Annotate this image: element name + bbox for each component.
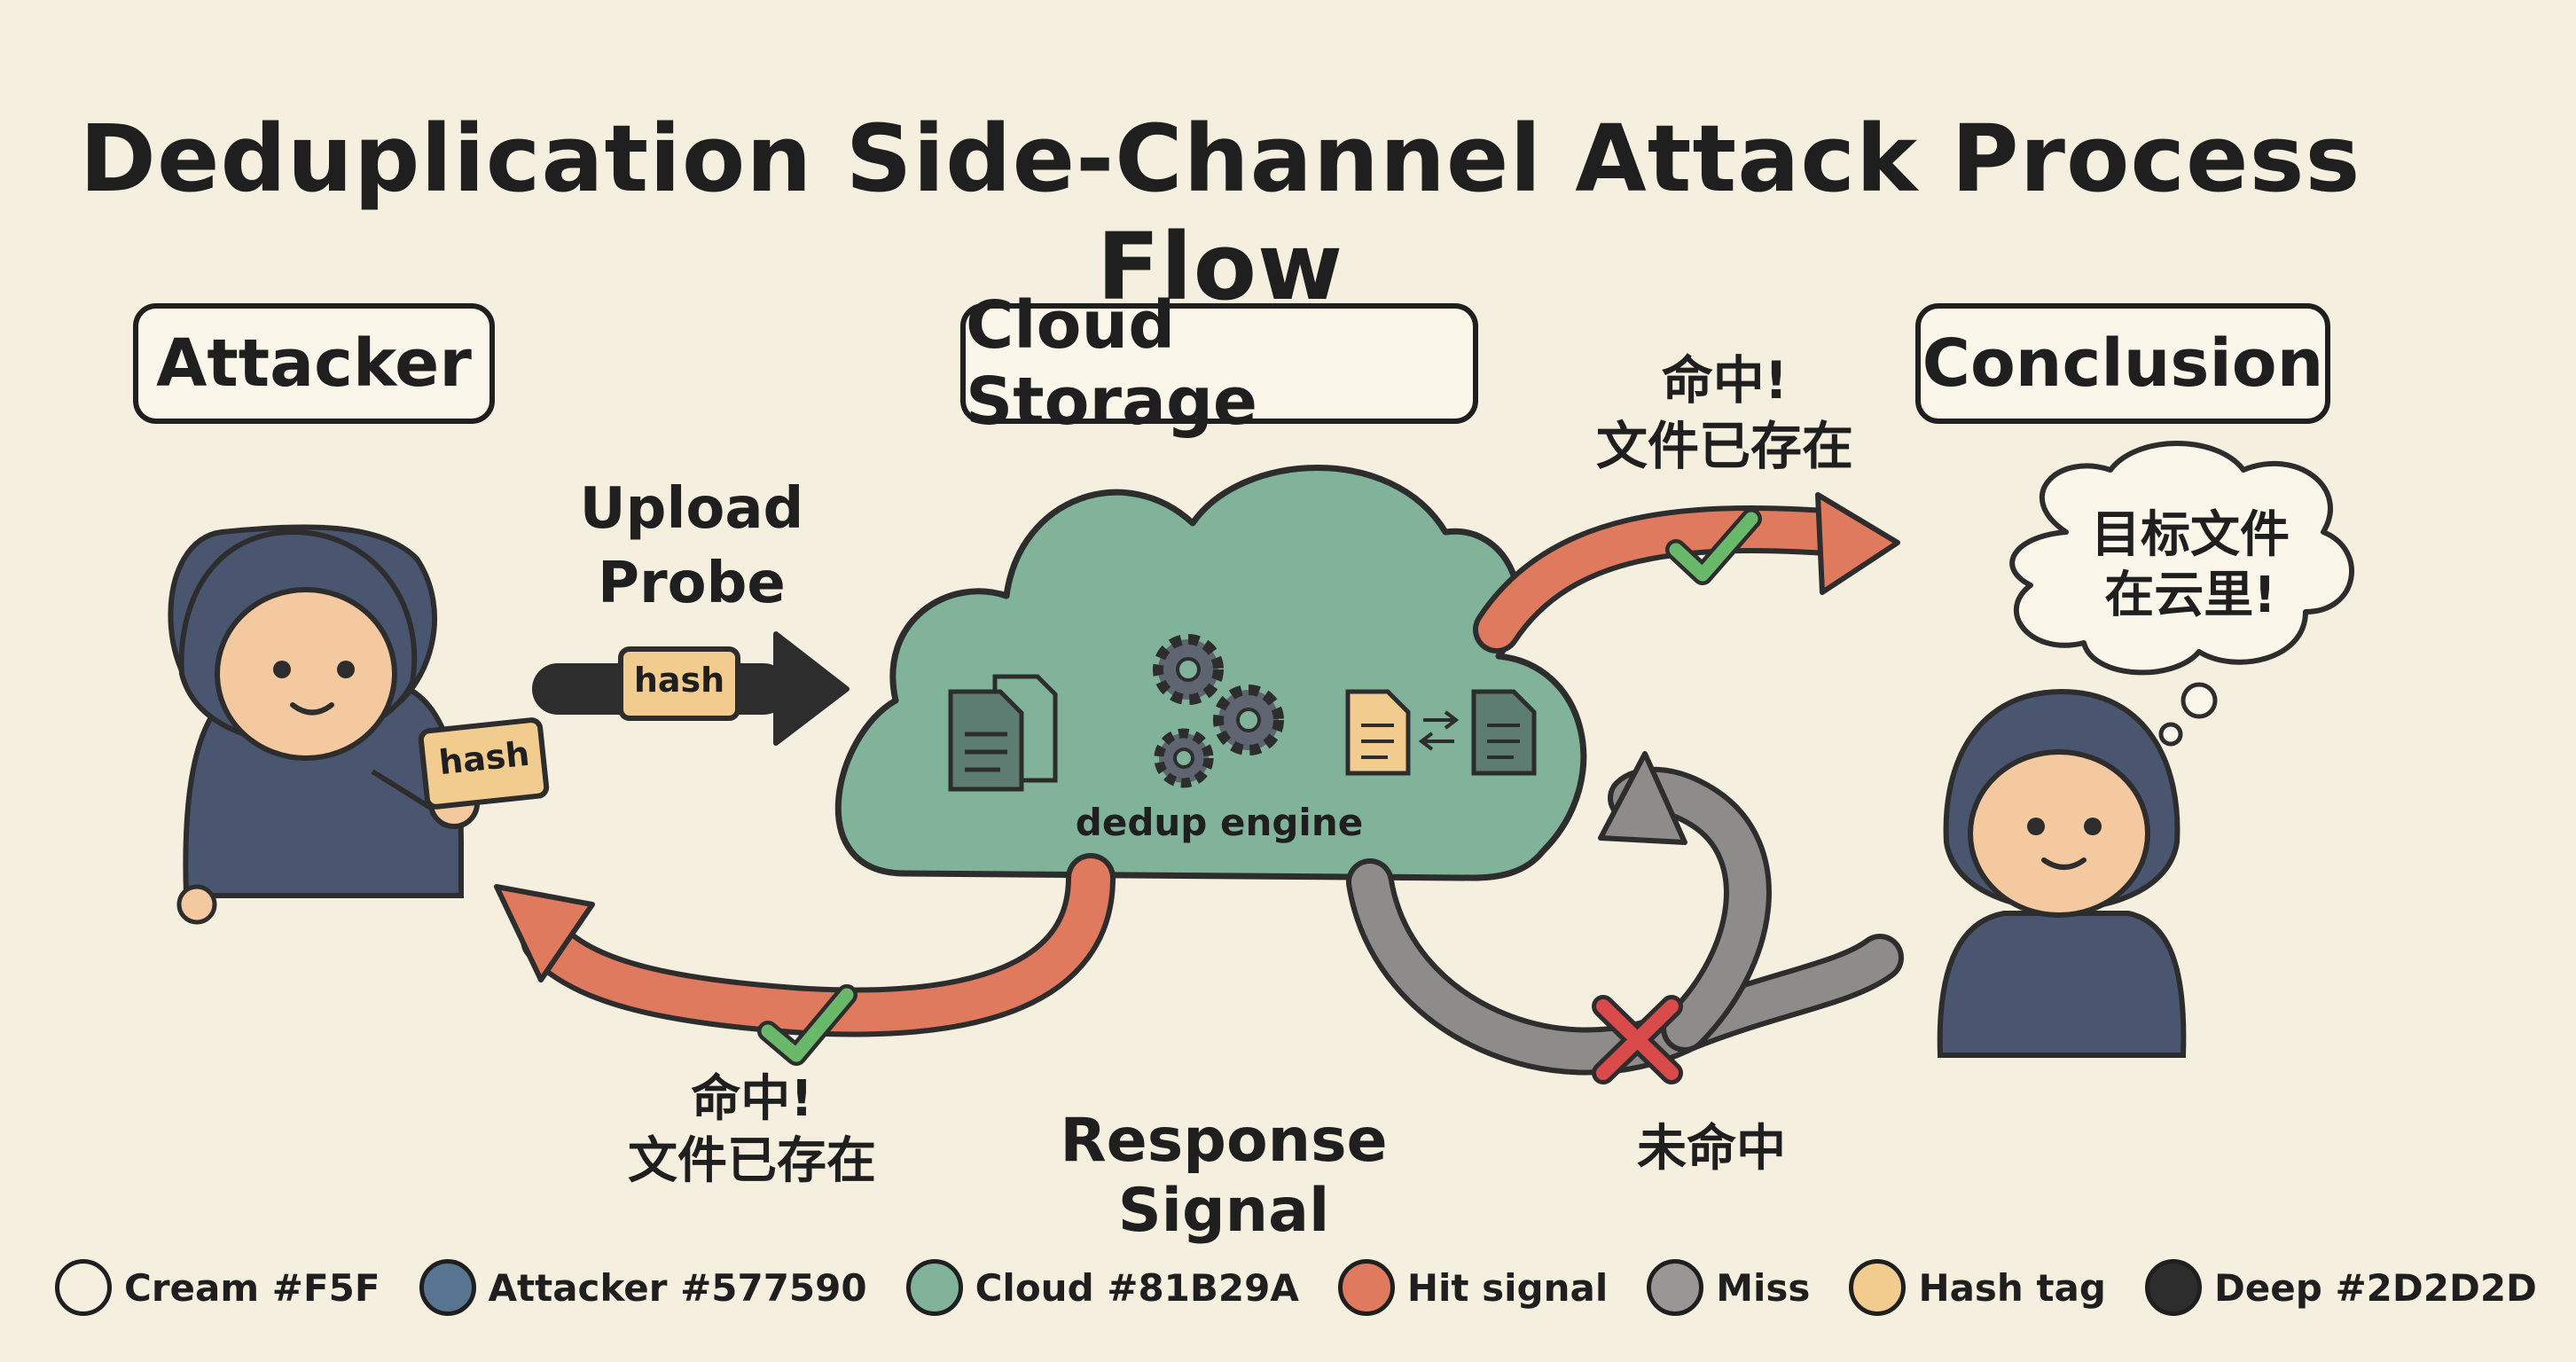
legend-swatch bbox=[1337, 1259, 1395, 1316]
upload-probe-line2: Probe bbox=[598, 551, 786, 616]
legend-label: Cloud #81B29A bbox=[975, 1265, 1299, 1310]
legend-swatch bbox=[1849, 1259, 1907, 1316]
hit-top-label: 命中! 文件已存在 bbox=[1556, 348, 1893, 479]
response-signal-label: Response Signal bbox=[1060, 1106, 1388, 1246]
legend-item-miss: Miss bbox=[1647, 1259, 1810, 1316]
legend-label: Hit signal bbox=[1406, 1265, 1609, 1310]
hit-arrow-bottom bbox=[494, 853, 1116, 1037]
legend-label: Miss bbox=[1716, 1265, 1811, 1310]
attacker-label: Attacker bbox=[133, 303, 495, 424]
cross-icon bbox=[1592, 995, 1683, 1084]
thought-text: 目标文件 在云里! bbox=[2040, 505, 2341, 626]
legend-swatch bbox=[2144, 1259, 2202, 1316]
file-compare-icon bbox=[1345, 689, 1537, 776]
legend-swatch bbox=[419, 1259, 476, 1316]
check-icon bbox=[757, 984, 857, 1066]
legend-swatch bbox=[905, 1259, 963, 1316]
miss-label: 未命中 bbox=[1637, 1120, 1786, 1178]
diagram-canvas bbox=[168, 441, 2355, 1084]
hit-arrow-top bbox=[1473, 492, 1900, 654]
attacker-figure bbox=[168, 524, 480, 925]
thought-line2: 在云里! bbox=[2104, 567, 2276, 624]
legend-item-hit-signal: Hit signal bbox=[1337, 1259, 1609, 1316]
hit-top-line1: 命中! bbox=[1661, 350, 1789, 411]
conclusion-label: Conclusion bbox=[1915, 303, 2330, 424]
conclusion-figure bbox=[1937, 688, 2187, 1058]
gears-icon bbox=[1153, 634, 1284, 788]
legend-label: Attacker #577590 bbox=[488, 1265, 867, 1310]
attacker-face bbox=[215, 587, 397, 761]
legend-swatch bbox=[1647, 1259, 1704, 1316]
cloud-docs-icon bbox=[948, 674, 1058, 792]
thought-line1: 目标文件 bbox=[2091, 506, 2290, 564]
legend-item-hash-tag: Hash tag bbox=[1849, 1259, 2106, 1316]
legend-swatch bbox=[55, 1259, 112, 1316]
upload-probe-line1: Upload bbox=[579, 476, 804, 542]
color-legend: Cream #F5F Attacker #577590 Cloud #81B29… bbox=[55, 1259, 2576, 1316]
hit-bottom-line2: 文件已存在 bbox=[628, 1132, 876, 1190]
thought-bubble bbox=[2009, 441, 2355, 747]
legend-label: Deep #2D2D2D bbox=[2213, 1265, 2537, 1310]
legend-item-attacker: Attacker #577590 bbox=[419, 1259, 867, 1316]
legend-item-cloud: Cloud #81B29A bbox=[905, 1259, 1299, 1316]
page-title: Deduplication Side-Channel Attack Proces… bbox=[79, 105, 2361, 321]
hit-bottom-line1: 命中! bbox=[691, 1070, 813, 1128]
conclusion-face bbox=[1968, 749, 2150, 918]
legend-label: Hash tag bbox=[1918, 1265, 2106, 1310]
hit-top-line2: 文件已存在 bbox=[1595, 416, 1853, 476]
dedup-engine-label: dedup engine bbox=[1075, 801, 1364, 844]
cloud-storage-label: Cloud Storage bbox=[960, 287, 1478, 440]
upload-probe-arrow bbox=[532, 631, 850, 746]
hit-bottom-label: 命中! 文件已存在 bbox=[592, 1068, 912, 1193]
attacker-hash-tag bbox=[418, 717, 550, 810]
upload-probe-text: Upload Probe bbox=[559, 472, 825, 621]
legend-label: Cream #F5F bbox=[124, 1265, 380, 1310]
upload-hash-label: hash bbox=[633, 661, 725, 700]
legend-item-cream: Cream #F5F bbox=[55, 1259, 380, 1316]
check-icon bbox=[1665, 508, 1762, 585]
legend-item-deep: Deep #2D2D2D bbox=[2144, 1259, 2537, 1316]
